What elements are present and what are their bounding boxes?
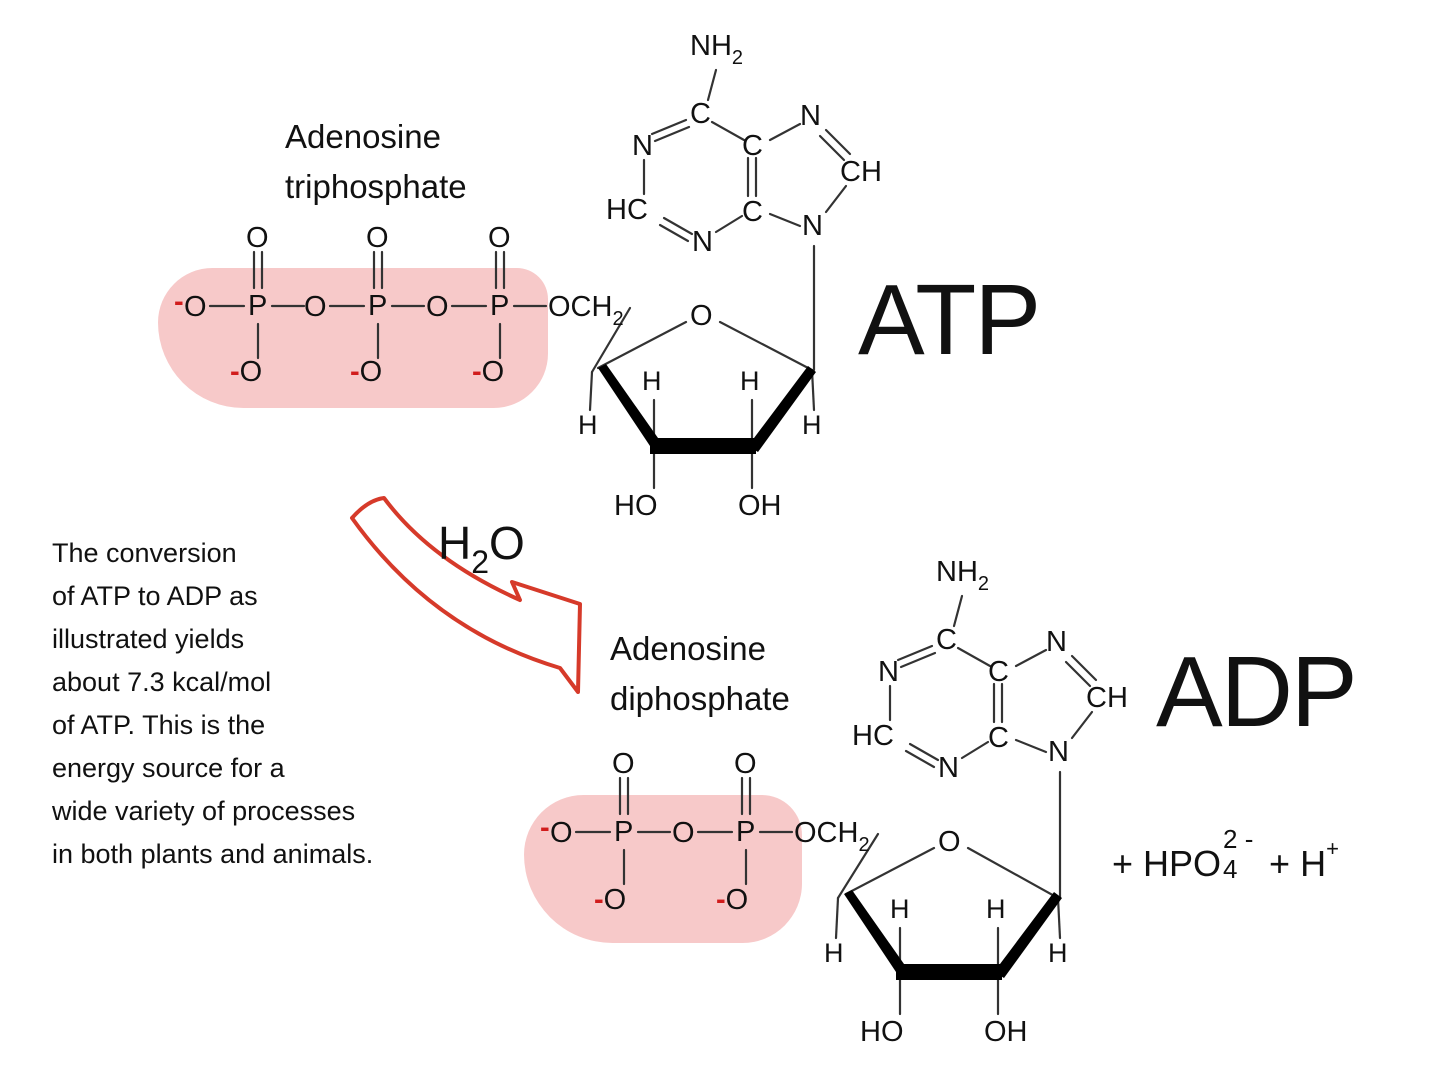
atom-label: O	[366, 222, 389, 254]
atom-label: O	[184, 291, 207, 323]
atom-label: N	[1046, 626, 1067, 658]
atom-label: O	[734, 748, 757, 780]
atom-label: OH	[984, 1016, 1028, 1048]
atom-label: P	[490, 290, 510, 322]
atom-label: O	[938, 826, 961, 858]
atom-label: O	[672, 817, 695, 849]
atom-label: NH2	[690, 30, 744, 69]
hydrolysis-arrow	[350, 496, 582, 694]
atom-label: O	[612, 748, 635, 780]
atp-charge: -	[174, 286, 184, 318]
atom-label: P	[248, 290, 268, 322]
atom-label: OCH2	[548, 291, 624, 330]
atom-label: HO	[614, 490, 658, 522]
atom-label: -O	[350, 356, 383, 388]
atom-label: P	[736, 816, 756, 848]
atom-label: OCH2	[794, 817, 870, 856]
atom-label: O	[488, 222, 511, 254]
atom-label: -O	[472, 356, 505, 388]
atom-label: P	[368, 290, 388, 322]
adp-phosphate-highlight	[524, 795, 802, 943]
atom-label: O	[304, 291, 327, 323]
atom-label: C	[936, 624, 957, 656]
atom-label: N	[800, 100, 821, 132]
atom-label: O	[426, 291, 449, 323]
atom-label: HC	[852, 720, 894, 752]
water-label: H2O	[438, 517, 525, 580]
atom-label: P	[614, 816, 634, 848]
atom-label: H	[1048, 938, 1068, 968]
atom-label: HO	[860, 1016, 904, 1048]
atom-label: H	[642, 366, 662, 396]
description-text: The conversion of ATP to ADP as illustra…	[52, 538, 374, 869]
atom-label: N	[938, 752, 959, 784]
atom-label: CH	[1086, 682, 1128, 714]
adp-name: Adenosine diphosphate	[610, 630, 790, 717]
atom-label: C	[988, 722, 1009, 754]
atom-label: C	[690, 98, 711, 130]
atom-label: H	[802, 410, 822, 440]
atom-label: N	[632, 130, 653, 162]
adp-charge: -	[540, 812, 550, 844]
atom-label: -O	[230, 356, 263, 388]
atom-label: N	[802, 210, 823, 242]
atp-name: Adenosine triphosphate	[285, 118, 467, 205]
atom-label: C	[988, 656, 1009, 688]
atom-label: H	[890, 894, 910, 924]
atom-label: N	[692, 226, 713, 258]
atom-label: H	[740, 366, 760, 396]
atom-label: N	[1048, 736, 1069, 768]
atom-label: NH2	[936, 556, 990, 595]
atp-label: ATP	[858, 264, 1041, 376]
atom-label: H	[986, 894, 1006, 924]
atom-label: H	[578, 410, 598, 440]
atom-label: OH	[738, 490, 782, 522]
atom-label: HC	[606, 194, 648, 226]
atom-label: C	[742, 196, 763, 228]
atom-label: H	[824, 938, 844, 968]
atom-label: -O	[594, 884, 627, 916]
adp-label: ADP	[1156, 636, 1358, 748]
atom-label: C	[742, 130, 763, 162]
atom-label: O	[690, 300, 713, 332]
atom-label: O	[550, 817, 573, 849]
atom-label: O	[246, 222, 269, 254]
atp-phosphate-highlight	[158, 268, 548, 408]
atom-label: -O	[716, 884, 749, 916]
atom-label: N	[878, 656, 899, 688]
atom-label: CH	[840, 156, 882, 188]
